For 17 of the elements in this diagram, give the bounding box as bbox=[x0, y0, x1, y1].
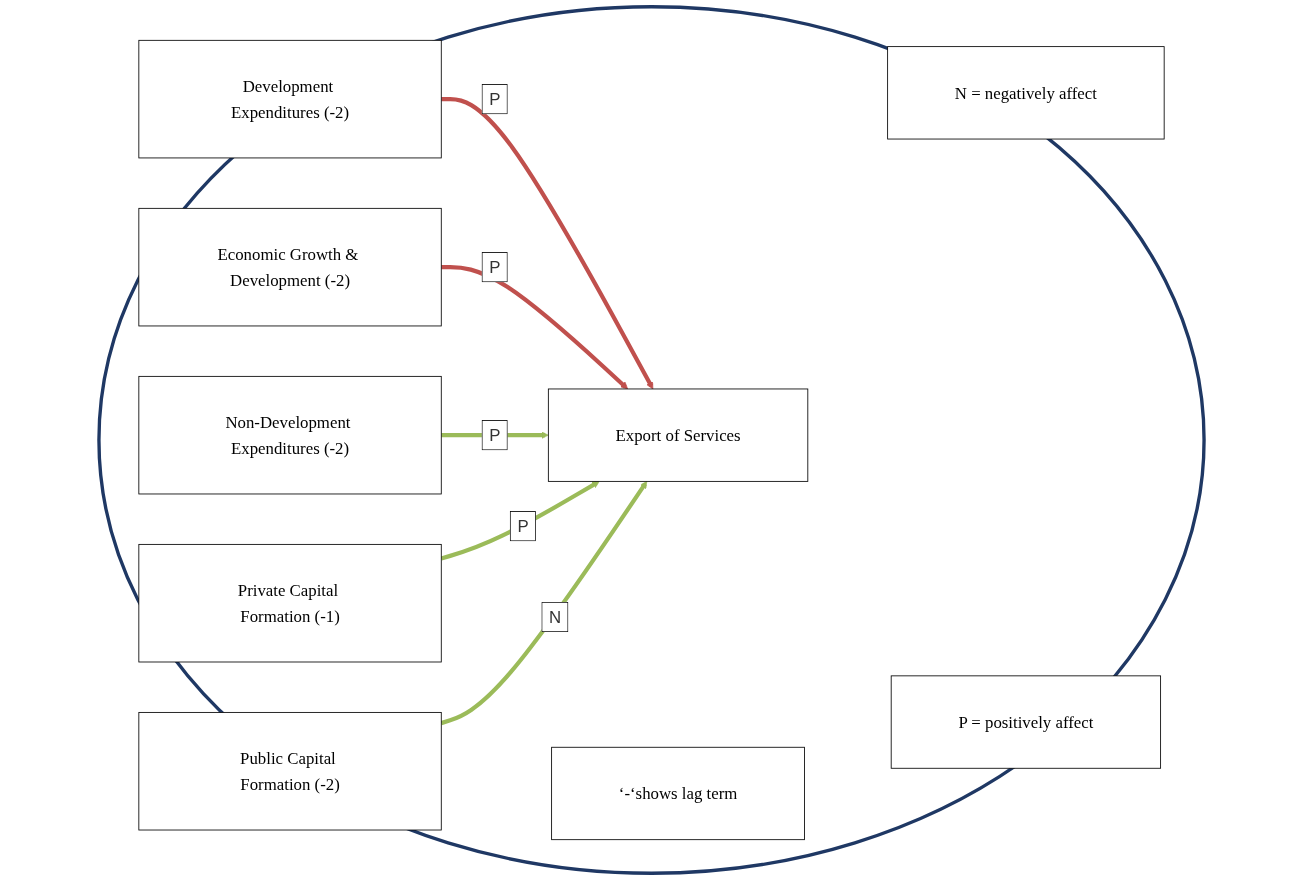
edge-label: P bbox=[489, 89, 501, 109]
node-box: Development Expenditures (-2) bbox=[138, 39, 442, 159]
node-box: Public Capital Formation (-2) bbox=[138, 712, 442, 831]
arrow bbox=[440, 481, 648, 726]
node-box: Non-Development Expenditures (-2) bbox=[138, 375, 442, 495]
arrow bbox=[441, 265, 628, 390]
edge-label: N bbox=[549, 607, 562, 627]
node-box: ‘-‘shows lag term bbox=[551, 746, 805, 841]
node-box: Economic Growth & Development (-2) bbox=[138, 207, 442, 327]
edge-label: P bbox=[489, 257, 501, 277]
node-box: N = negatively affect bbox=[887, 46, 1165, 140]
node-box: P = positively affect bbox=[890, 675, 1161, 769]
edge-label: P bbox=[489, 425, 501, 445]
arrow bbox=[441, 97, 654, 390]
node-box: Export of Services bbox=[547, 388, 809, 482]
edge-label: P bbox=[517, 516, 529, 536]
node-box: Private Capital Formation (-1) bbox=[138, 543, 442, 663]
